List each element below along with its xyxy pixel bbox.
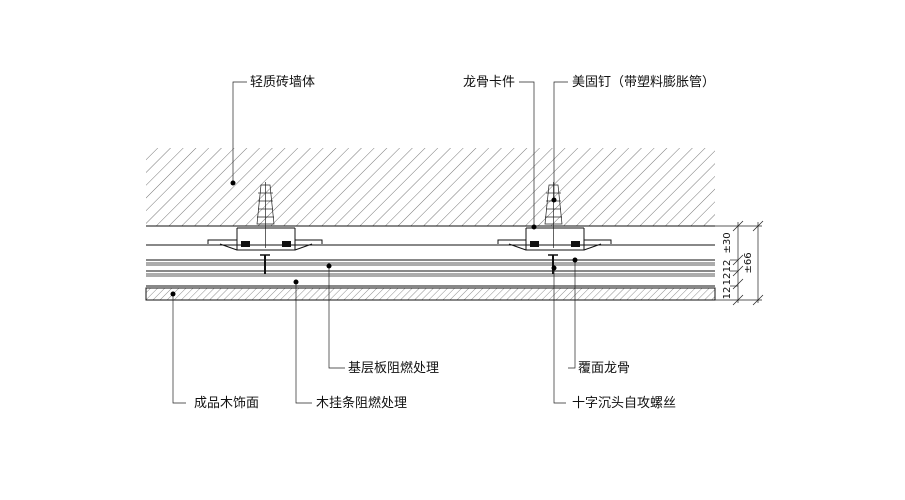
brick-wall: [146, 148, 715, 227]
leader-cover-keel: 覆面龙骨: [568, 257, 630, 376]
anchor-left: [256, 182, 275, 248]
screw-right: [548, 254, 558, 274]
label-screw: 十字沉头自攻螺丝: [572, 396, 676, 411]
dim-12-b: 12: [722, 273, 733, 286]
anchor-right: [544, 182, 563, 248]
label-keel-clip: 龙骨卡件: [463, 75, 515, 90]
dim-30: ±30: [722, 232, 733, 253]
board-layers: [146, 259, 715, 287]
leader-anchor: 美固钉（带塑料膨胀管）: [551, 75, 715, 203]
label-base-board: 基层板阻燃处理: [348, 360, 439, 376]
label-wood-strip: 木挂条阻燃处理: [316, 395, 407, 411]
dim-12-a: 12: [722, 260, 733, 273]
leader-keel-clip: 龙骨卡件: [463, 75, 537, 230]
leader-wood-strip: 木挂条阻燃处理: [293, 279, 407, 411]
keel-clip-right: [497, 227, 612, 251]
label-cover-keel: 覆面龙骨: [578, 361, 630, 376]
dim-66: ±66: [743, 252, 754, 273]
label-anchor: 美固钉（带塑料膨胀管）: [572, 75, 715, 90]
screw-left: [260, 254, 270, 274]
label-brick-wall: 轻质砖墙体: [250, 75, 315, 90]
leader-wood-veneer: 成品木饰面: [170, 291, 259, 411]
label-wood-veneer: 成品木饰面: [194, 396, 259, 411]
dimension-chain: ±30 12 12 12 ±66: [715, 220, 764, 306]
leader-screw: 十字沉头自攻螺丝: [551, 265, 676, 411]
leader-brick-wall: 轻质砖墙体: [230, 75, 315, 186]
keel-clip-left: [207, 227, 323, 251]
dim-12-c: 12: [722, 287, 733, 300]
leader-base-board: 基层板阻燃处理: [326, 263, 439, 376]
wood-veneer: [145, 287, 716, 301]
